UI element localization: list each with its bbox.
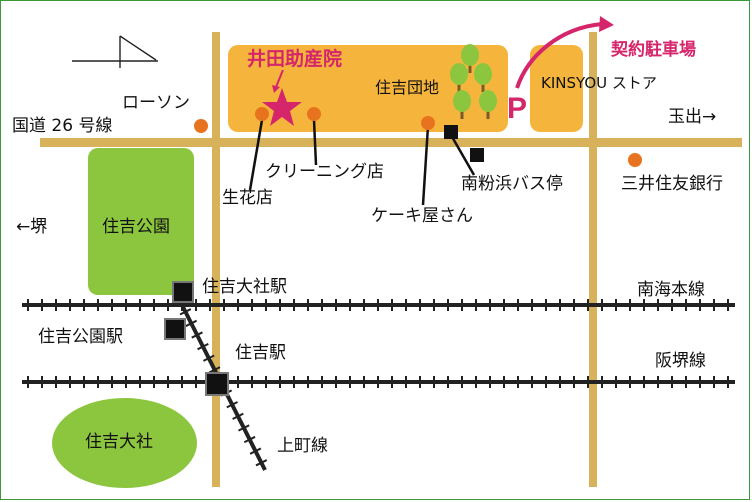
nankai-line-label: 南海本線 (637, 280, 705, 300)
bus-stop-marker-1 (444, 125, 458, 139)
star-icon (262, 88, 302, 126)
tamade-label: 玉出→ (668, 107, 717, 127)
park-label: 住吉公園 (102, 217, 170, 237)
shrine-label: 住吉大社 (85, 432, 153, 452)
parking-label: 契約駐車場 (611, 40, 696, 60)
cleaning-leader (312, 119, 318, 166)
lawson-marker (194, 119, 208, 133)
kinsyou-block (530, 45, 583, 132)
sumiyoshi-koen-station-label: 住吉公園駅 (38, 327, 123, 347)
north-arrow-icon (72, 35, 158, 68)
sumiyoshi-taisha-station-label: 住吉大社駅 (202, 277, 287, 297)
lawson-label: ローソン (122, 93, 190, 113)
sumiyoshi-danchi-label: 住吉団地 (375, 78, 440, 97)
route26-label: 国道 26 号線 (12, 116, 113, 136)
title-pointer-arrow (275, 69, 284, 88)
cake-leader (421, 125, 430, 206)
tree-crown (461, 44, 479, 66)
rail-tie (202, 354, 215, 362)
tree-crown (450, 63, 468, 85)
tree-trunk (481, 82, 485, 92)
parking-arrowhead (599, 16, 614, 32)
rail-tie (191, 331, 203, 339)
bus-stop-marker-2 (470, 148, 484, 162)
uemachi-line-label: 上町線 (277, 436, 328, 456)
rail-tie (185, 319, 198, 327)
cleaning-label: クリーニング店 (265, 162, 384, 182)
tree-crown (474, 63, 492, 85)
tree-icon (450, 44, 497, 119)
clinic-title: 井田助産院 (247, 48, 343, 70)
sakai-label: ←堺 (16, 217, 48, 237)
parking-icon: P (507, 92, 527, 125)
rail-tie (197, 343, 209, 351)
cleaning-shop-marker (307, 107, 321, 121)
shrine-block (52, 398, 197, 488)
tree-trunk (468, 63, 472, 73)
sumiyoshi-taisha-station-marker (172, 281, 194, 303)
rail-tie (255, 459, 268, 467)
rail-tie (179, 308, 192, 316)
rail-tie (249, 447, 262, 455)
sumiyoshi-station-label: 住吉駅 (235, 343, 286, 363)
bus-leader (449, 134, 476, 176)
kinsyou-label: KINSYOU ストア (541, 74, 657, 92)
rail-tie (226, 401, 238, 409)
cake-label: ケーキ屋さん (371, 206, 473, 226)
rail-tie (243, 435, 256, 444)
flower-label: 生花店 (222, 188, 273, 208)
bank-marker (628, 153, 642, 167)
tree-trunk (486, 109, 490, 119)
park-block (88, 148, 194, 295)
sumiyoshi-station-marker (205, 372, 229, 396)
rail-tie (232, 412, 244, 420)
parking-curved-arrow (515, 22, 603, 89)
flower-leader (248, 119, 264, 191)
nankai-railway (22, 299, 735, 311)
flower-shop-marker (255, 107, 269, 121)
hankai-line-label: 阪堺線 (655, 351, 706, 371)
cake-shop-marker (421, 116, 435, 130)
bank-label: 三井住友銀行 (621, 174, 723, 194)
route-26-road (40, 138, 742, 147)
tree-trunk (460, 109, 464, 119)
road-right-vertical (589, 32, 597, 487)
tree-crown (479, 90, 497, 112)
tree-crown (453, 90, 471, 112)
bus-stop-label: 南粉浜バス停 (461, 174, 563, 194)
hankai-railway (22, 376, 735, 388)
tree-trunk (457, 82, 461, 92)
pointer-arrowhead (272, 85, 280, 93)
sumiyoshi-koen-station-marker (164, 318, 186, 340)
road-left-vertical (212, 32, 220, 487)
rail-tie (238, 424, 250, 432)
rail-tie (208, 366, 221, 374)
